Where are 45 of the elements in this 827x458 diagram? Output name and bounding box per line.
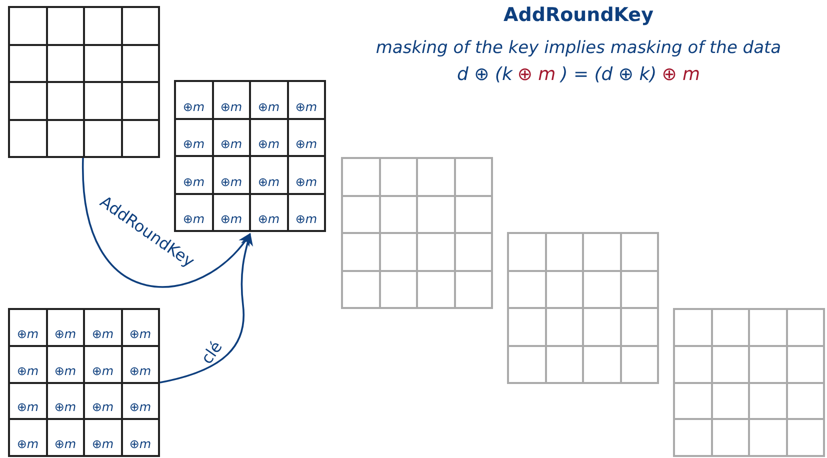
matrix-grid [341,157,493,309]
cell-text: ⊕m [220,100,242,114]
cell-text: ⊕m [220,212,242,226]
cell-text: ⊕m [182,100,205,114]
cell-text: ⊕m [54,364,76,378]
cell-text: ⊕m [295,100,318,114]
edge-label: clé [197,338,226,368]
cell-text: ⊕m [54,326,76,341]
cell-text: ⊕m [129,437,152,451]
cell-text: ⊕m [295,137,318,151]
cell-text: ⊕m [258,100,280,114]
cell-text: ⊕m [220,174,242,188]
formula-text: d ⊕ (k [456,64,512,85]
cell-text: ⊕m [220,137,242,151]
curved-arrow [82,158,251,288]
cell-text: ⊕m [258,174,280,188]
cell-text: ⊕m [92,437,114,451]
cell-text: ⊕m [92,364,114,378]
cell-text: ⊕m [16,437,39,451]
matrix-grid [507,232,659,384]
cell-text: ⊕m [92,400,114,414]
cell-text: ⊕m [295,174,318,188]
cell-text: ⊕m [182,174,205,188]
cell-text: ⊕m [16,400,39,414]
matrix-grid [8,6,160,158]
cell-text: ⊕m [54,400,76,414]
formula-text: ⊕ m [517,64,556,85]
title: AddRoundKey [502,4,654,26]
cell-text: ⊕m [295,212,318,226]
cell-text: ⊕m [182,137,205,151]
cell-text: ⊕m [16,326,39,341]
cell-text: ⊕m [129,400,152,414]
cell-text: ⊕m [258,137,280,151]
cell-text: ⊕m [258,212,280,226]
formula-text: ) = (d ⊕ k) [560,64,657,85]
cell-text: ⊕m [54,437,76,451]
curved-arrow [160,232,254,384]
cell-text: ⊕m [16,364,39,378]
cell-text: ⊕m [129,326,152,341]
cell-text: ⊕m [129,364,152,378]
matrix-grid [8,308,160,457]
matrix-grid [673,308,825,457]
formula-text: ⊕ m [662,64,700,85]
subtitle: masking of the key implies masking of the data [374,38,782,58]
cell-text: ⊕m [92,326,114,341]
